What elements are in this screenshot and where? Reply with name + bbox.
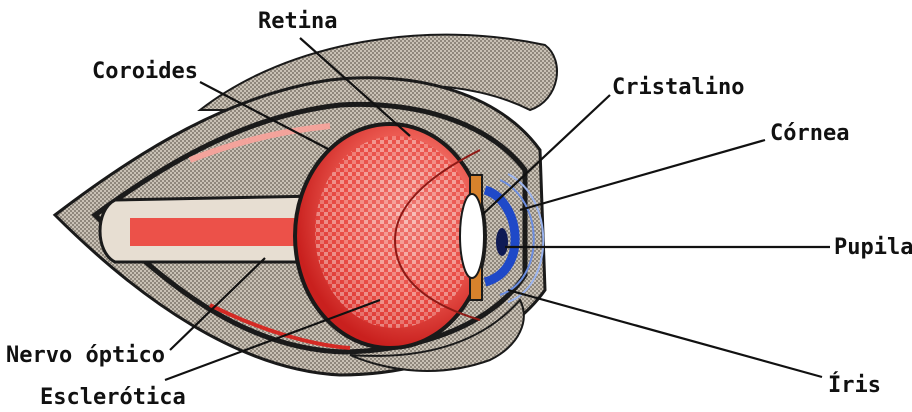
label-nervo-optico: Nervo óptico	[6, 343, 165, 368]
label-pupila: Pupila	[834, 235, 912, 260]
label-cornea: Córnea	[770, 121, 849, 146]
label-cristalino: Cristalino	[612, 75, 744, 100]
label-coroides: Coroides	[92, 59, 198, 84]
pupil	[496, 228, 508, 256]
label-esclerotica: Esclerótica	[40, 385, 186, 410]
leader-iris	[508, 290, 822, 377]
lens	[460, 194, 484, 278]
leader-cornea	[520, 140, 765, 210]
label-retina: Retina	[258, 9, 337, 34]
label-iris: Íris	[828, 372, 881, 398]
